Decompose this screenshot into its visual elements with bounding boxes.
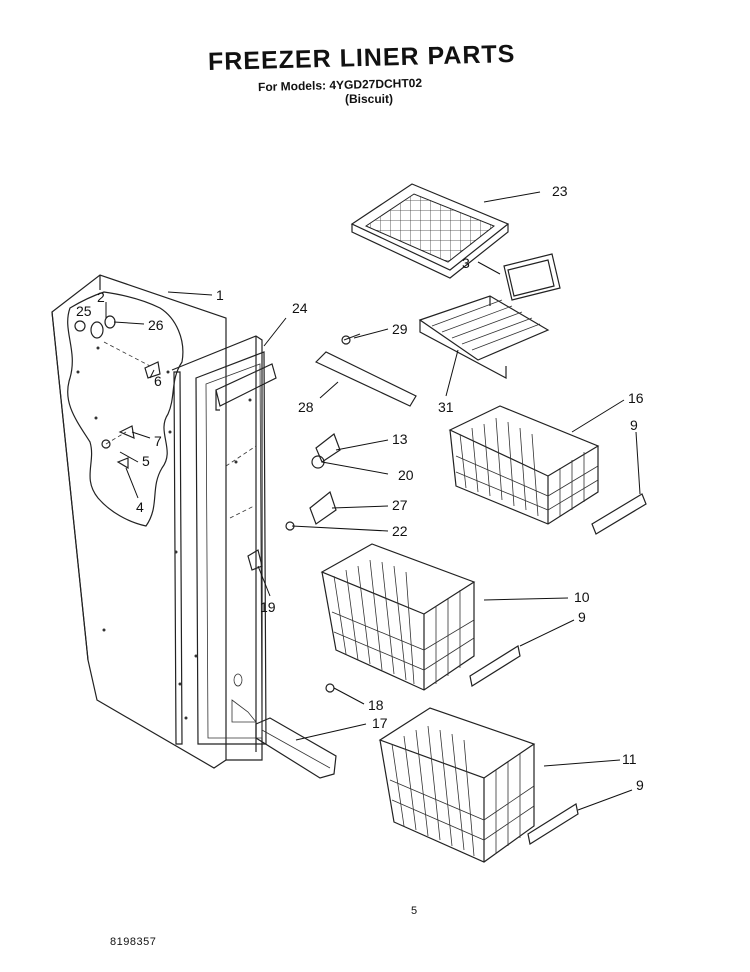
callout-29: 29 <box>392 321 408 337</box>
document-number: 8198357 <box>110 936 157 948</box>
wire-basket-10-illustration <box>320 543 476 691</box>
callout-25: 25 <box>76 303 92 319</box>
callout-17: 17 <box>372 715 388 731</box>
callout-28: 28 <box>298 399 314 415</box>
callout-27: 27 <box>392 497 408 513</box>
callout-11: 11 <box>622 751 637 767</box>
callout-1: 1 <box>216 287 224 303</box>
callout-19: 19 <box>260 599 276 615</box>
callout-13: 13 <box>392 431 408 447</box>
callout-9c: 9 <box>636 777 644 793</box>
wire-shelf-31-illustration <box>418 295 550 380</box>
freezer-liner-illustration <box>51 274 337 779</box>
divider-9-illustrations <box>469 493 647 845</box>
callout-3: 3 <box>462 255 470 271</box>
callout-9b: 9 <box>578 609 586 625</box>
callout-31: 31 <box>438 399 454 415</box>
callout-9a: 9 <box>630 417 638 433</box>
part-3-illustration <box>503 253 561 301</box>
callout-26: 26 <box>148 317 164 333</box>
callout-10: 10 <box>574 589 590 605</box>
callout-6: 6 <box>154 373 162 389</box>
callout-5: 5 <box>142 453 150 469</box>
callout-16: 16 <box>628 390 644 406</box>
callout-23: 23 <box>552 183 568 199</box>
callout-4: 4 <box>136 499 144 515</box>
leader-lines <box>105 191 641 811</box>
callout-24: 24 <box>292 300 308 316</box>
color-variant: (Biscuit) <box>345 92 393 106</box>
callout-18: 18 <box>368 697 384 713</box>
wire-basket-11-illustration <box>378 707 536 863</box>
callout-22: 22 <box>392 523 408 539</box>
small-parts-illustrations <box>225 433 341 693</box>
callout-7: 7 <box>154 433 162 449</box>
page-number: 5 <box>411 905 418 917</box>
part-28-illustration <box>314 333 417 407</box>
shelf-frame-23-illustration <box>350 183 510 279</box>
callout-20: 20 <box>398 467 414 483</box>
callout-2: 2 <box>97 289 105 305</box>
wire-basket-16-illustration <box>448 405 600 525</box>
